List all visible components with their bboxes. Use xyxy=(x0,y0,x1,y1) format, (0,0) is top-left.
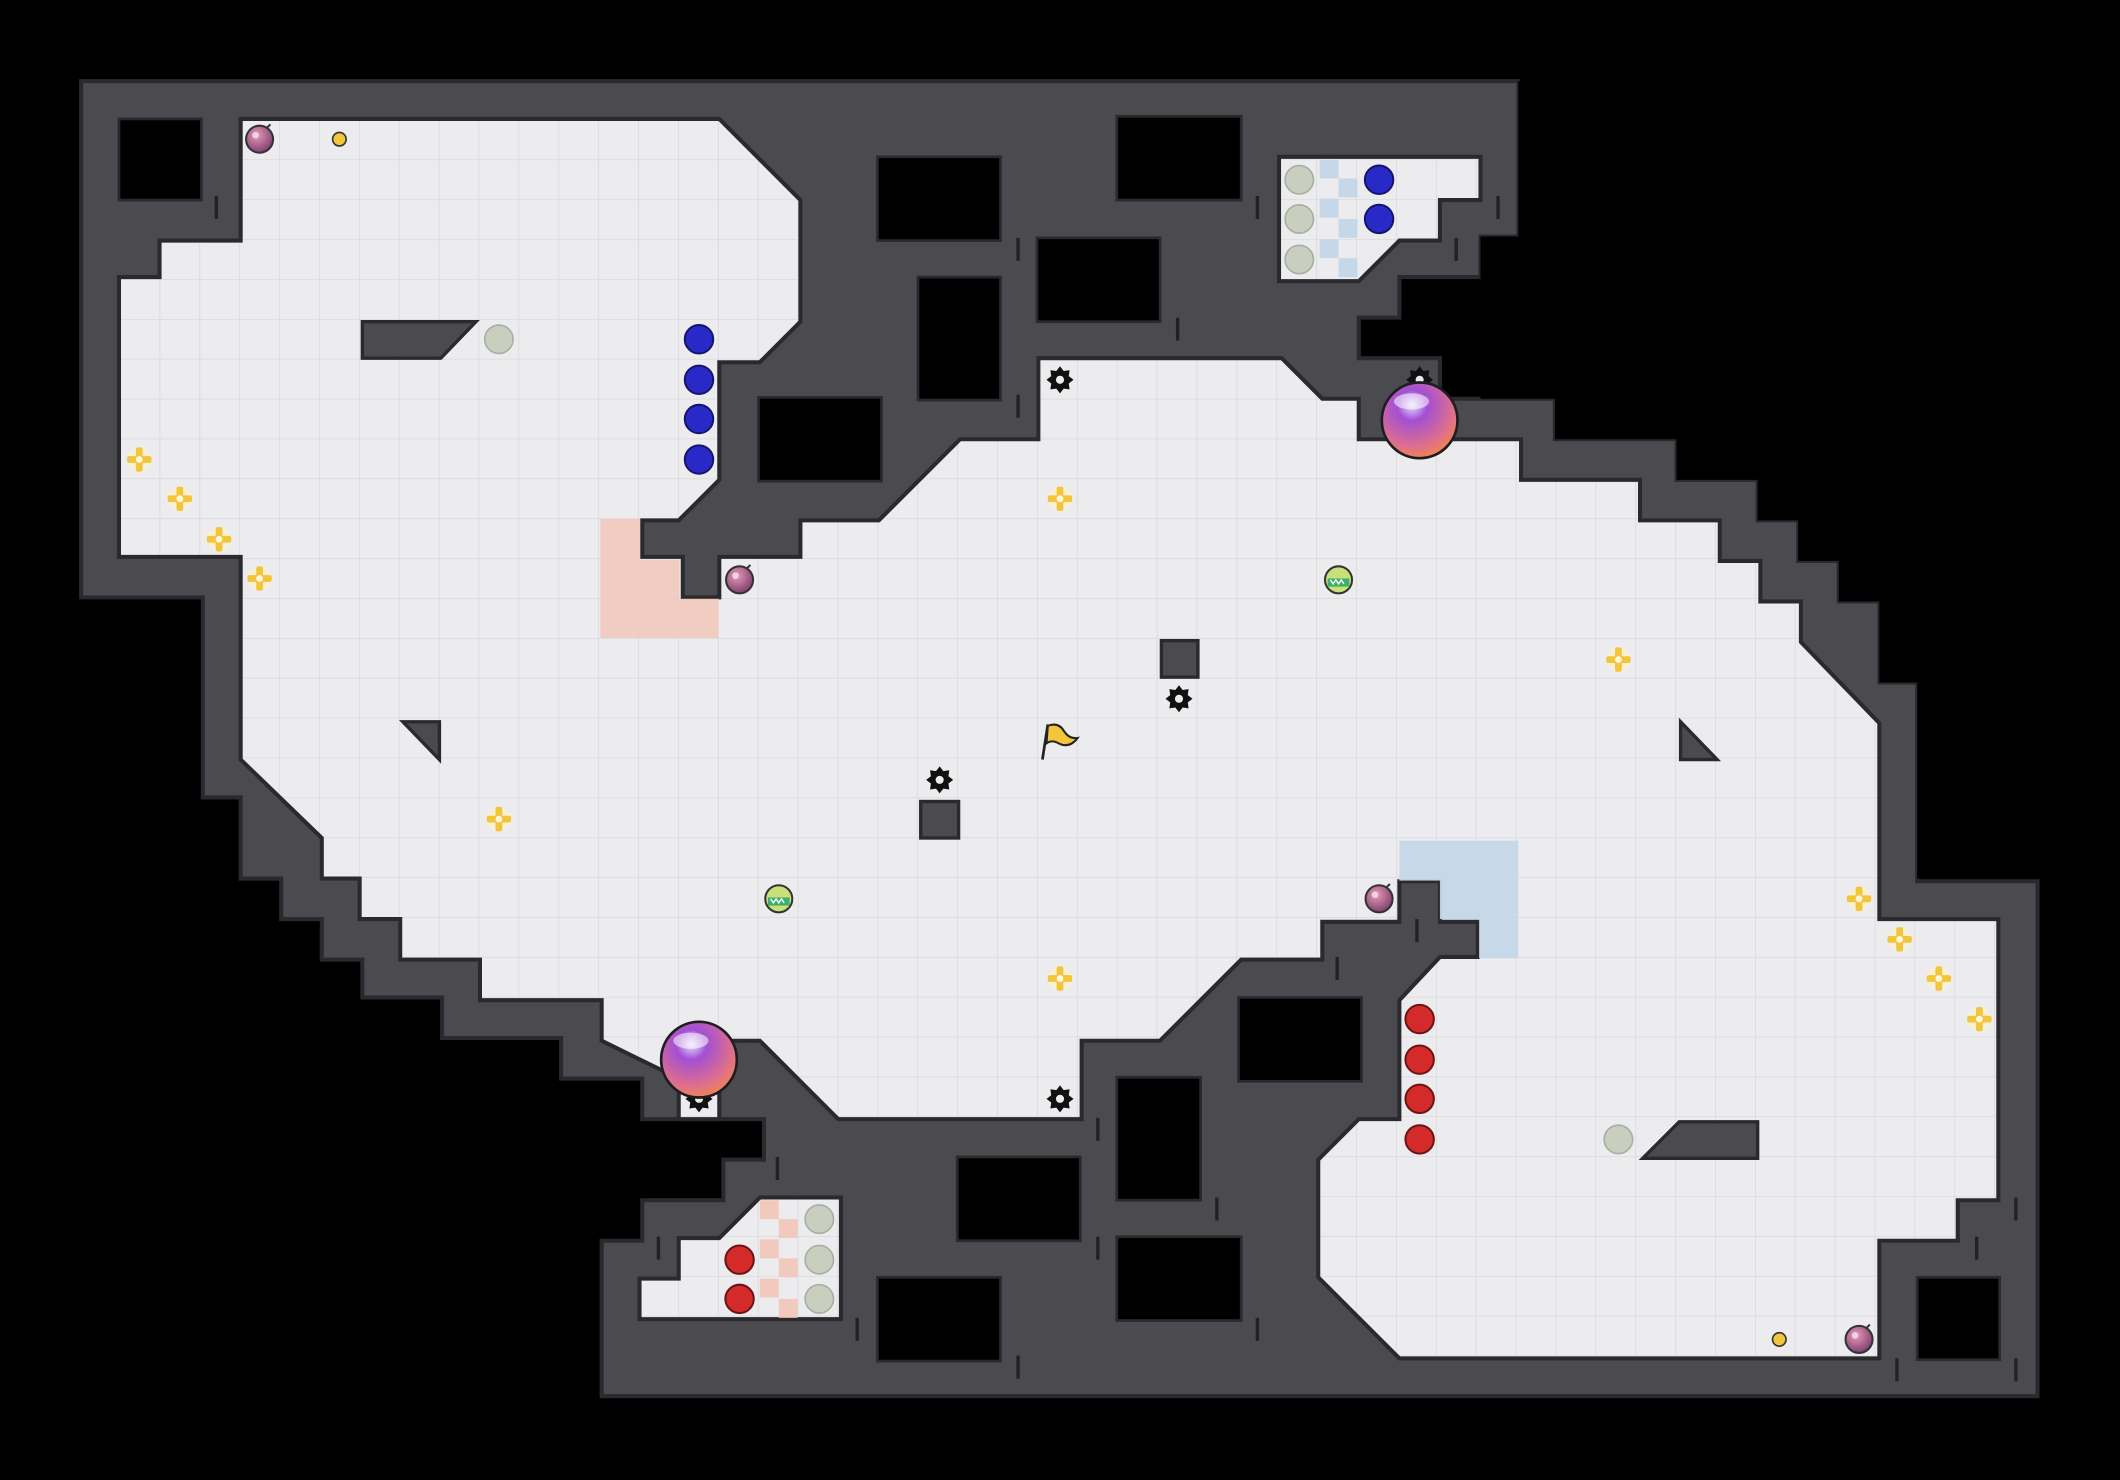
boost-plus-icon[interactable] xyxy=(1926,966,1951,991)
boost-plus-icon[interactable] xyxy=(167,486,192,511)
boost-plus-icon[interactable] xyxy=(1606,647,1631,672)
wall-wedge xyxy=(1638,1120,1760,1161)
neutral-spawn-marker xyxy=(1284,244,1315,275)
void xyxy=(876,155,1002,242)
wall-pillar xyxy=(919,799,961,840)
wall-ticks xyxy=(214,195,2018,1382)
spike-mine-icon xyxy=(926,766,954,794)
red-team-marker[interactable] xyxy=(1404,1044,1435,1075)
neutral-spawn-marker xyxy=(1284,203,1315,234)
blue-team-marker[interactable] xyxy=(683,324,715,355)
blue-team-marker[interactable] xyxy=(683,403,715,435)
wall-wedge xyxy=(398,720,442,764)
gold-token-icon[interactable] xyxy=(331,131,347,147)
void xyxy=(916,275,1002,402)
void xyxy=(876,1275,1002,1363)
void xyxy=(1115,1075,1202,1202)
void xyxy=(1915,1275,2002,1362)
red-team-marker[interactable] xyxy=(1404,1003,1435,1035)
speed-pad-icon xyxy=(1323,565,1354,595)
blue-team-marker[interactable] xyxy=(683,444,715,475)
neutral-spawn-marker xyxy=(1284,164,1315,195)
void xyxy=(1237,996,1363,1083)
spike-mine-icon xyxy=(1046,1085,1074,1113)
blue-zone-bottom xyxy=(1399,840,1519,959)
boost-plus-icon[interactable] xyxy=(247,566,272,591)
wall-pillar xyxy=(1159,638,1200,679)
red-team-marker[interactable] xyxy=(1404,1124,1435,1155)
spike-mine-icon xyxy=(1165,685,1193,713)
boost-plus-icon[interactable] xyxy=(127,447,152,472)
portal-orb-icon[interactable] xyxy=(659,1020,739,1099)
neutral-spawn-marker xyxy=(1603,1124,1634,1155)
boost-plus-icon[interactable] xyxy=(1887,927,1912,952)
void xyxy=(1115,1235,1243,1322)
boost-plus-icon[interactable] xyxy=(1047,486,1073,511)
zone-layer xyxy=(600,159,1519,1318)
void xyxy=(117,117,203,202)
neutral-spawn-marker xyxy=(804,1204,835,1235)
spike-mine-icon xyxy=(1046,366,1074,394)
red-team-marker[interactable] xyxy=(724,1283,755,1315)
void xyxy=(1480,81,2120,879)
void xyxy=(955,1155,1082,1243)
gold-token-icon[interactable] xyxy=(1771,1331,1787,1348)
red-team-marker[interactable] xyxy=(1404,1083,1435,1115)
red-team-marker[interactable] xyxy=(724,1244,755,1275)
bomb-icon xyxy=(725,564,755,595)
boost-plus-icon[interactable] xyxy=(1967,1006,1992,1032)
void xyxy=(757,396,883,483)
blue-team-marker[interactable] xyxy=(1363,164,1395,195)
blue-team-marker[interactable] xyxy=(1363,203,1395,235)
wall-wedge xyxy=(1678,717,1722,762)
boost-plus-icon[interactable] xyxy=(1047,966,1073,991)
red-checker xyxy=(759,1200,798,1318)
flag-icon[interactable] xyxy=(1041,723,1080,760)
void xyxy=(1115,114,1243,202)
blue-checker xyxy=(1319,159,1358,278)
neutral-spawn-marker xyxy=(804,1244,835,1275)
neutral-spawn-marker xyxy=(483,324,514,355)
boost-plus-icon[interactable] xyxy=(1846,886,1872,911)
bomb-icon xyxy=(1844,1323,1874,1354)
red-zone-top xyxy=(600,519,719,638)
boost-plus-icon[interactable] xyxy=(206,527,232,552)
interior-walls xyxy=(360,319,1760,1161)
wall-wedge xyxy=(360,319,480,360)
blue-team-marker[interactable] xyxy=(683,364,715,396)
bomb-icon xyxy=(1364,883,1394,914)
void xyxy=(1035,236,1162,324)
void-layer xyxy=(117,81,2120,1363)
speed-pad-icon xyxy=(764,884,794,914)
portal-orb-icon[interactable] xyxy=(1380,381,1459,460)
boost-plus-icon[interactable] xyxy=(486,806,512,832)
entity-layer xyxy=(127,123,1992,1354)
neutral-spawn-marker xyxy=(804,1283,835,1314)
bomb-icon xyxy=(245,123,275,154)
